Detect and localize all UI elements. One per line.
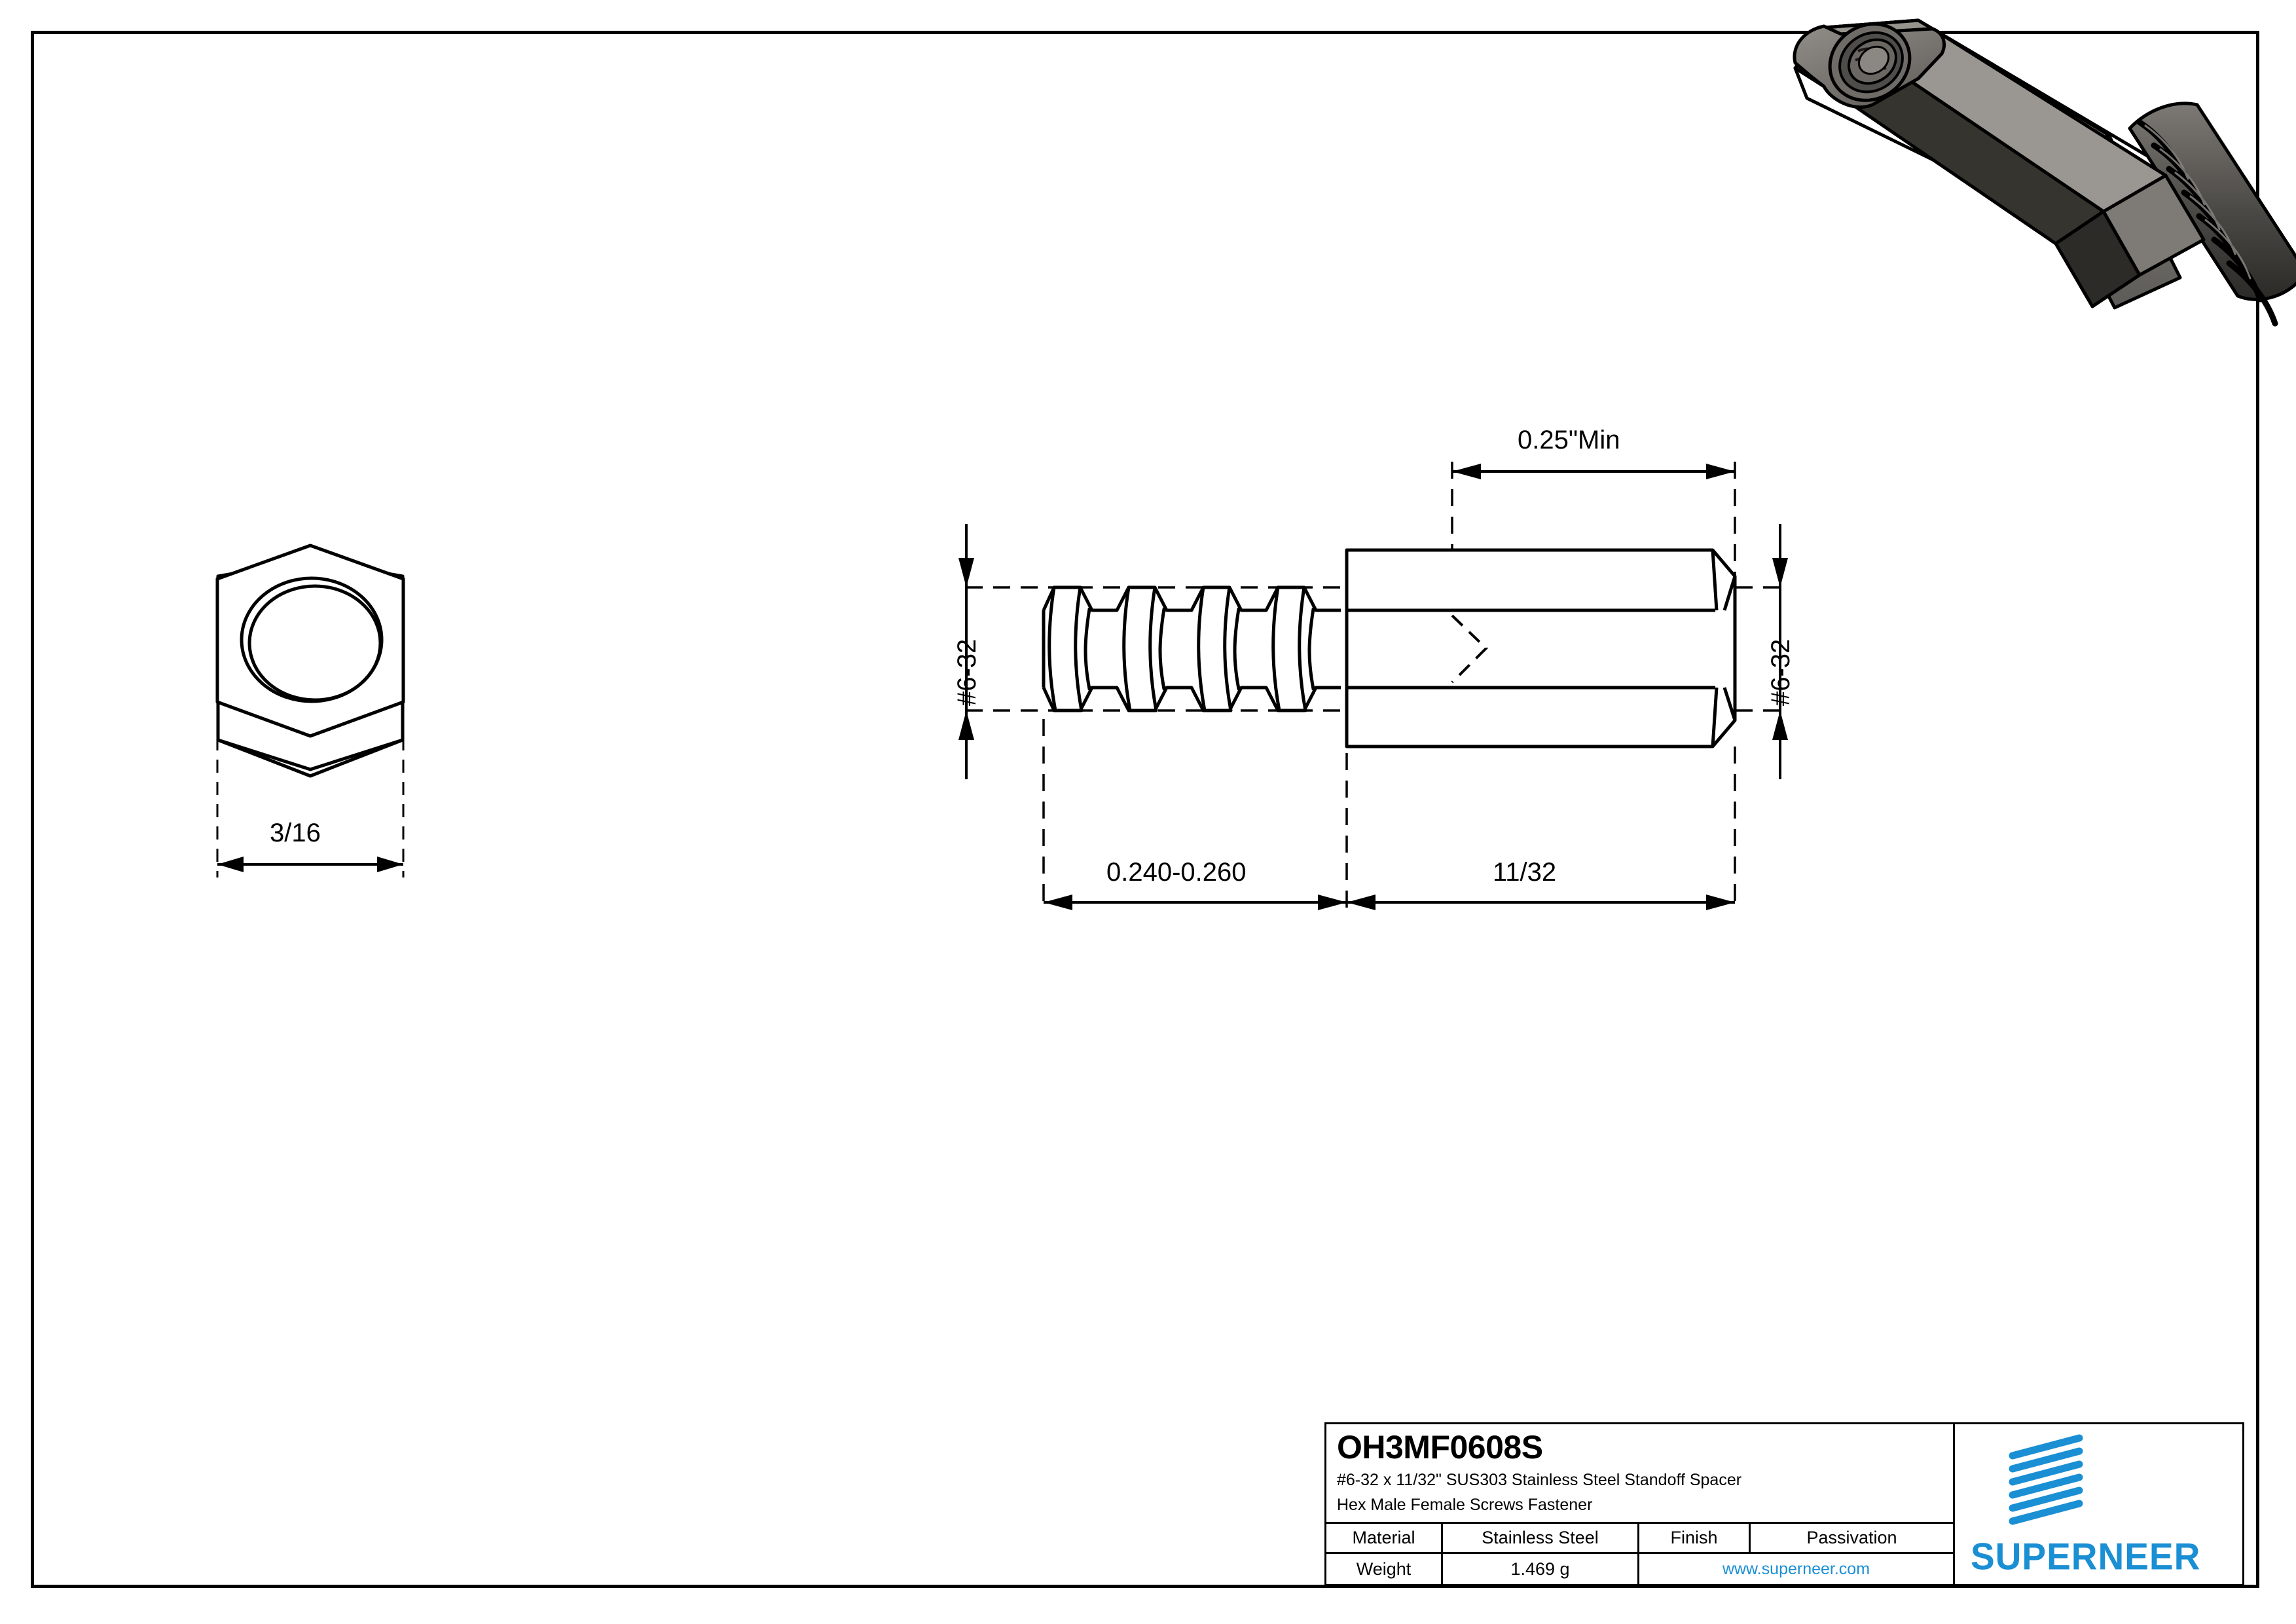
brand-name: SUPERNEER (1971, 1535, 2201, 1578)
title-block-left: OH3MF0608S #6-32 x 11/32" SUS303 Stainle… (1326, 1424, 1955, 1584)
part-number: OH3MF0608S (1337, 1429, 1543, 1466)
dim-across-flats: 3/16 (270, 819, 321, 847)
dim-thread-left: #6-32 (953, 638, 981, 706)
spec-table: Material Stainless Steel Finish Passivat… (1326, 1524, 1953, 1584)
material-value: Stainless Steel (1443, 1524, 1639, 1552)
material-label: Material (1326, 1524, 1443, 1552)
website-link[interactable]: www.superneer.com (1722, 1559, 1870, 1578)
description-line-2: Hex Male Female Screws Fastener (1337, 1496, 1593, 1514)
finish-value: Passivation (1806, 1528, 1897, 1547)
sheet-border (31, 31, 2259, 1588)
dim-thread-right: #6-32 (1766, 638, 1795, 706)
finish-label: Finish (1639, 1524, 1751, 1552)
title-block-logo-area: SUPERNEER (1955, 1424, 2242, 1584)
dim-body-length: 11/32 (1493, 858, 1557, 887)
spec-row-weight: Weight 1.469 g www.superneer.com (1326, 1554, 1953, 1584)
dim-female-depth: 0.25"Min (1518, 426, 1620, 454)
title-block-header: OH3MF0608S #6-32 x 11/32" SUS303 Stainle… (1326, 1424, 1953, 1524)
spec-row-material: Material Stainless Steel Finish Passivat… (1326, 1524, 1953, 1554)
weight-value: 1.469 g (1443, 1554, 1639, 1584)
weight-label: Weight (1326, 1554, 1443, 1584)
title-block: OH3MF0608S #6-32 x 11/32" SUS303 Stainle… (1324, 1422, 2244, 1586)
dim-male-thread-length: 0.240-0.260 (1106, 858, 1247, 887)
description-line-1: #6-32 x 11/32" SUS303 Stainless Steel St… (1337, 1471, 1742, 1489)
superneer-logo-icon (2009, 1434, 2083, 1525)
